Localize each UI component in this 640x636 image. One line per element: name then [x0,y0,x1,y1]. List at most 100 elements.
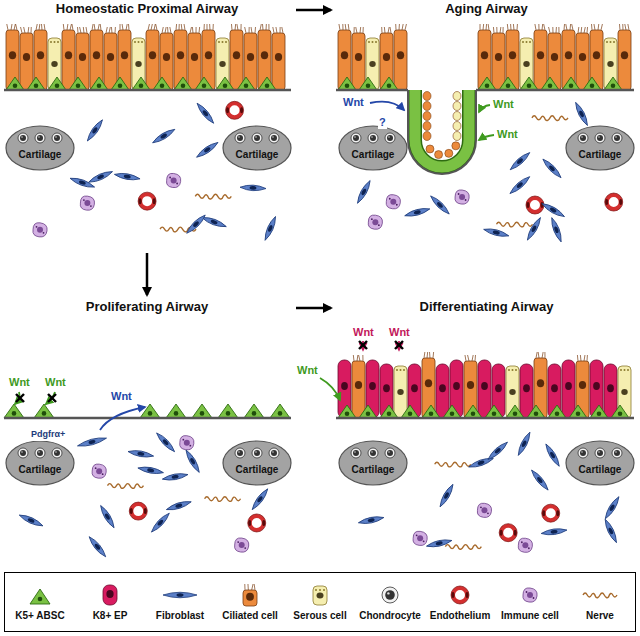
k5-absc-cell [541,77,559,90]
cartilage-oval: Cartilage [565,440,635,486]
ciliated-cell [564,24,566,30]
legend-text: K5+ ABSC [15,610,64,622]
block-mark [16,394,24,402]
fibroblast [549,217,564,243]
fibroblast [201,215,227,229]
fibroblast [573,101,590,127]
fibroblast [163,592,197,598]
k5-absc-cell [408,411,413,416]
fibroblast [114,172,141,182]
fibroblast [185,213,207,235]
k5-absc-cell [576,411,581,416]
signal-label: Wnt [296,364,319,377]
ciliated-cell [565,51,572,59]
k5-absc-cell [216,77,234,90]
chondrocyte [354,451,356,453]
k5-absc-cell [140,404,160,418]
chondrocyte [238,136,240,138]
ciliated-cell [41,24,43,30]
immune-cell [80,196,94,210]
ciliated-cell [363,27,364,33]
k5-absc-cell [443,405,461,418]
serous-cell [369,61,376,67]
fibroblast [184,449,202,474]
serous-cell [222,41,224,43]
ciliated-cell [549,27,550,33]
serous-cell [375,41,377,43]
ciliated-cell [341,51,348,59]
submucosal-gland [453,132,461,141]
cartilage-shape [6,126,74,170]
chondrocyte [387,592,389,594]
serous-cell [627,369,629,371]
k8-ep-cell [562,360,575,418]
chondrocyte [597,135,603,141]
k8-ep-cell [520,364,533,418]
k5-absc-cell [338,77,356,90]
ciliated-cell [272,33,285,90]
k5-absc-cell [569,83,574,88]
legend-text: Serous cell [293,610,346,622]
serous-cell [509,389,516,395]
ciliated-cell [94,24,96,30]
cartilage-oval: Cartilage [5,440,75,486]
k5-absc-cell [604,77,622,90]
k5-absc-cell [48,77,66,90]
fibroblast [429,194,451,216]
immune-cell [423,540,425,542]
chondrocyte [272,136,274,138]
cartilage-shape [5,125,75,171]
ciliated-cell [503,27,504,33]
fibroblast [516,157,524,164]
cartilage-shape [222,440,292,486]
fibroblast [147,468,155,473]
ciliated-cell [20,33,33,90]
ciliated-cell [146,24,159,90]
ciliated-cell [192,27,194,33]
k5-absc-cell [4,404,24,418]
cartilage-shape [223,126,291,170]
k5-absc-cell [132,77,150,90]
immune-cell [527,592,533,598]
ciliated-cell [104,33,117,90]
nerve [435,462,471,467]
immune-cell [389,198,391,200]
nerve [532,116,568,121]
ciliated-cell [628,24,629,30]
serous-cell [624,369,626,371]
ciliated-cell [383,53,390,61]
fibroblast [529,468,550,492]
serous-cell [403,369,405,371]
immune-cell [521,541,523,543]
ciliated-cell [163,53,170,61]
k5-absc-cell [611,405,629,418]
fibroblast [516,181,524,188]
fibroblast [543,443,561,468]
ciliated-cell [558,27,559,33]
ciliated-cell [544,352,545,358]
legend-icon [18,583,62,608]
k5-absc-cell [6,77,24,90]
chondrocyte [237,450,243,456]
submucosal-gland [445,149,453,157]
ciliated-cell [21,27,22,33]
ciliated-cell [481,51,488,59]
k8-ep-cell [478,360,491,418]
panel-title: Aging Airway [335,0,638,18]
endothelium [453,588,467,602]
ciliated-cell [11,24,12,30]
ciliated-cell [510,24,511,30]
ciliated-cell [206,24,207,30]
k8-ep-cell [604,364,617,418]
k5-absc-cell [366,411,371,416]
fibroblast [151,127,176,145]
ciliated-cell [425,379,432,387]
immune-cell [171,177,177,183]
chondrocyte [382,587,398,603]
cartilage-shape [222,125,292,171]
chondrocyte [387,135,393,141]
chondrocyte [252,133,262,143]
ciliated-cell [262,24,263,30]
chondrocyte [612,133,622,143]
flow-arrow [296,9,331,12]
